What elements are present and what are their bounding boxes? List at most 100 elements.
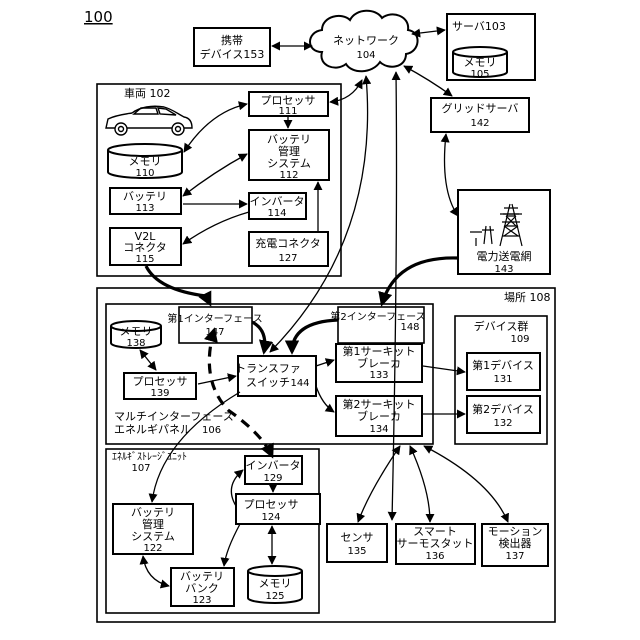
- inverter-129-node: インバータ 129: [245, 456, 302, 484]
- processor-111-node: プロセッサ 111: [249, 92, 328, 117]
- ess-number: 107: [131, 463, 150, 474]
- memory-125-node: メモリ 125: [248, 566, 302, 603]
- interface-147-number: 147: [205, 327, 224, 338]
- transfer-switch-node: トランスファ スイッチ 144: [235, 356, 316, 396]
- processor-139-node: プロセッサ 139: [124, 373, 196, 399]
- v2l-line-2: コネクタ: [123, 241, 167, 254]
- figure-label: 100: [84, 8, 113, 26]
- battery-bank-line-2: バンク: [185, 582, 219, 595]
- network-cloud-node: ネットワーク 104: [310, 11, 418, 72]
- edge-switch-breaker133: [316, 360, 334, 366]
- ess-label: ｴﾈﾙｷﾞｽﾄﾚｰｼﾞﾕﾆｯﾄ: [112, 451, 187, 463]
- device-131-node: 第1デバイス 131: [467, 353, 540, 390]
- power-grid-number: 143: [494, 264, 513, 275]
- processor-139-label: プロセッサ: [133, 375, 188, 388]
- grid-server-label: グリッドサーバ: [442, 101, 519, 115]
- breaker-134-line-1: 第2サーキット: [343, 397, 416, 411]
- thermostat-136-node: スマート サーモスタット 136: [396, 524, 475, 564]
- processor-111-number: 111: [278, 106, 297, 117]
- edge-bms122-batterybank: [143, 556, 169, 586]
- bms-112-number: 112: [279, 170, 298, 181]
- memory-110-node: メモリ 110: [108, 144, 182, 179]
- panel-line-1: マルチインターフェース: [114, 410, 234, 423]
- grid-server-node: グリッドサーバ 142: [431, 98, 529, 132]
- bms-122-line-3: システム: [131, 530, 175, 543]
- vehicle-frame: 車両 102 プロセッサ 111 メモリ 110 バッテリ 管理 システム 11…: [97, 84, 341, 276]
- server-memory-cylinder: メモリ 105: [453, 47, 507, 80]
- power-grid-label: 電力送電網: [477, 249, 532, 263]
- processor-124-label: プロセッサ: [244, 498, 299, 511]
- inverter-114-number: 114: [267, 208, 286, 219]
- sensor-135-label: センサ: [341, 531, 374, 544]
- breaker-134-node: 第2サーキット ブレーカ 134: [336, 396, 422, 436]
- breaker-134-number: 134: [369, 424, 388, 435]
- panel-line-2: エネルギパネル: [114, 423, 191, 436]
- edge-grid-interface148: [382, 258, 458, 304]
- charge-connector-node: 充電コネクタ 127: [249, 232, 328, 266]
- edge-inverter114-v2l: [183, 212, 249, 244]
- edge-processor139-switch: [198, 376, 236, 384]
- processor-124-number: 124: [261, 512, 280, 523]
- battery-113-number: 113: [135, 203, 154, 214]
- edge-battery113-bms112: [183, 154, 247, 196]
- panel-number: 106: [202, 425, 221, 436]
- edge-interface148-switch: [292, 320, 338, 352]
- charge-connector-number: 127: [278, 253, 297, 264]
- device-group-label: デバイス群: [474, 319, 529, 333]
- device-131-number: 131: [493, 374, 512, 385]
- motion-detector-137-node: モーション 検出器 137: [482, 524, 548, 566]
- edge-gridserver-grid: [445, 134, 459, 216]
- vehicle-label: 車両 102: [124, 86, 171, 100]
- charge-connector-label: 充電コネクタ: [255, 236, 321, 250]
- server-label: サーバ103: [452, 20, 506, 33]
- server-memory-label: メモリ: [464, 56, 497, 69]
- energy-storage-unit-frame: ｴﾈﾙｷﾞｽﾄﾚｰｼﾞﾕﾆｯﾄ 107 インバータ 129 プロセッサ 124 …: [106, 449, 320, 613]
- battery-bank-number: 123: [192, 595, 211, 606]
- inverter-114-node: インバータ 114: [249, 193, 306, 219]
- transfer-switch-line-1: トランスファ: [235, 362, 301, 375]
- transfer-switch-line-2: スイッチ: [246, 376, 290, 389]
- breaker-133-line-1: 第1サーキット: [343, 344, 416, 358]
- car-icon: [106, 106, 192, 135]
- memory-125-number: 125: [265, 591, 284, 602]
- edge-switch-bms122: [152, 392, 240, 502]
- device-group-number: 109: [510, 334, 529, 345]
- edge-network-server: [412, 30, 445, 34]
- motion-line-2: 検出器: [499, 536, 532, 550]
- motion-number: 137: [505, 551, 524, 562]
- battery-113-label: バッテリ: [123, 190, 167, 203]
- bms-122-node: バッテリ 管理 システム 122: [113, 504, 193, 554]
- edge-v2l-interface147: [146, 266, 210, 304]
- mobile-device-line-2: デバイス153: [200, 47, 265, 61]
- mobile-device-line-1: 携帯: [221, 33, 243, 47]
- device-132-node: 第2デバイス 132: [467, 396, 540, 433]
- mobile-device-node: 携帯 デバイス153: [194, 28, 270, 66]
- device-132-label: 第2デバイス: [472, 402, 534, 416]
- server-memory-number: 105: [470, 69, 489, 80]
- edge-memory138-processor139: [140, 350, 156, 370]
- v2l-connector-node: V2L コネクタ 115: [110, 228, 181, 265]
- battery-113-node: バッテリ 113: [110, 188, 181, 214]
- thermostat-line-2: サーモスタット: [397, 537, 474, 550]
- network-label: ネットワーク: [333, 34, 399, 47]
- bms-112-line-3: システム: [267, 157, 311, 170]
- edge-network-gridserver: [404, 66, 452, 96]
- edge-switch-breaker134: [316, 386, 334, 412]
- interface-148-number: 148: [400, 322, 419, 333]
- interface-148-node: 第2インターフェース 148: [330, 307, 425, 343]
- interface-147-node: 第1インターフェース 147: [167, 307, 262, 343]
- edge-memory110-processor111: [184, 104, 247, 152]
- bms-122-number: 122: [143, 543, 162, 554]
- network-number: 104: [356, 50, 375, 61]
- memory-110-label: メモリ: [129, 155, 162, 168]
- thermostat-number: 136: [425, 551, 444, 562]
- edge-panel-motion: [424, 446, 508, 522]
- energy-panel-frame: マルチインターフェース エネルギパネル 106 第1インターフェース 147 第…: [106, 304, 433, 444]
- sensor-135-node: センサ 135: [327, 524, 387, 562]
- breaker-133-node: 第1サーキット ブレーカ 133: [336, 344, 422, 382]
- inverter-129-number: 129: [263, 473, 282, 484]
- edge-interface147-switch: [252, 322, 265, 352]
- device-group-frame: デバイス群 109 第1デバイス 131 第2デバイス 132: [455, 316, 547, 444]
- power-grid-node: 電力送電網 143: [458, 190, 550, 275]
